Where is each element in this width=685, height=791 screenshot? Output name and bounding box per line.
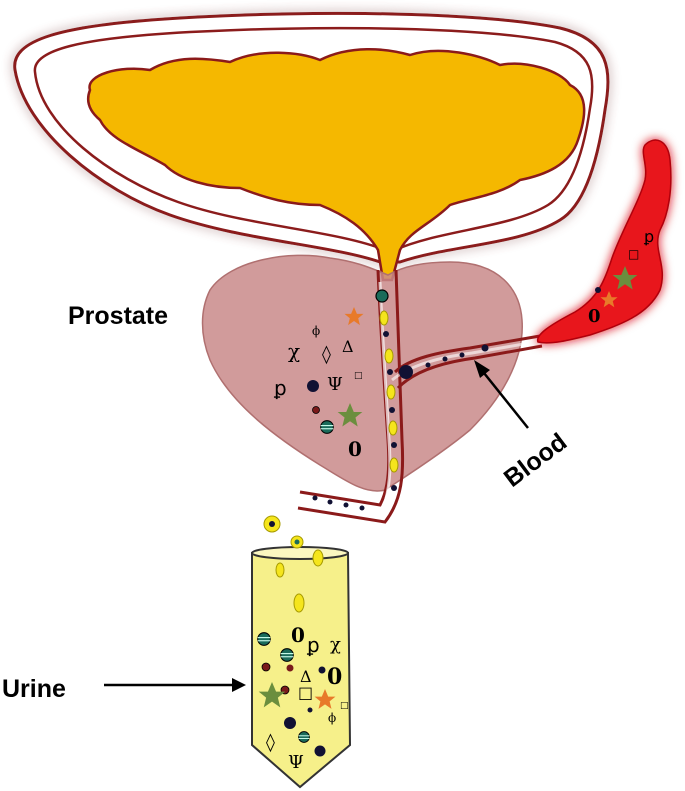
phi-symbol: ϕ xyxy=(328,711,336,725)
phi-symbol: ϕ xyxy=(312,324,320,338)
ball-icon xyxy=(257,632,271,646)
square-symbol: □ xyxy=(628,247,639,261)
prostate-gland xyxy=(201,254,523,492)
blood-label: Blood xyxy=(499,428,572,493)
delta-symbol: Δ xyxy=(342,337,354,356)
delta-symbol: Δ xyxy=(300,667,312,686)
chi-symbol: χ xyxy=(288,339,300,363)
ball-icon xyxy=(320,420,334,434)
square-symbol: □ xyxy=(354,371,363,381)
urethra-markers xyxy=(312,289,489,511)
p-symbol: ꝑ xyxy=(306,633,320,657)
urine-label: Urine xyxy=(2,675,66,703)
blood-clot xyxy=(536,139,672,344)
tube-markers: 0 ꝑ χ Δ 0 □ □ ϕ ◊ Ψ xyxy=(257,562,349,773)
diamond-symbol: ◊ xyxy=(266,732,275,753)
blood-markers: 0 □ ꝑ xyxy=(588,227,654,327)
square-symbol: □ xyxy=(340,701,349,711)
urine-tube xyxy=(251,546,352,789)
ball-icon xyxy=(298,731,310,743)
zero-symbol: 0 xyxy=(588,306,601,327)
p-symbol: ꝑ xyxy=(643,227,654,246)
urine-in-bladder xyxy=(86,48,586,282)
blood-arrow xyxy=(474,360,529,429)
chi-symbol: χ xyxy=(330,634,341,655)
ball-icon xyxy=(280,648,294,662)
zero-symbol: 0 xyxy=(348,437,362,461)
urine-arrow xyxy=(104,678,246,692)
prostate-label: Prostate xyxy=(68,302,168,330)
psi-symbol: Ψ xyxy=(327,374,343,395)
zero-symbol: 0 xyxy=(327,664,342,690)
prostate-markers: χ ϕ ◊ Δ Ψ □ ꝑ 0 xyxy=(273,307,364,461)
diamond-symbol: ◊ xyxy=(322,344,331,365)
zero-symbol: 0 xyxy=(291,623,305,647)
dripping-markers xyxy=(263,515,324,567)
psi-symbol: Ψ xyxy=(288,752,304,773)
square-symbol: □ xyxy=(298,683,313,702)
p-symbol: ꝑ xyxy=(273,376,287,400)
